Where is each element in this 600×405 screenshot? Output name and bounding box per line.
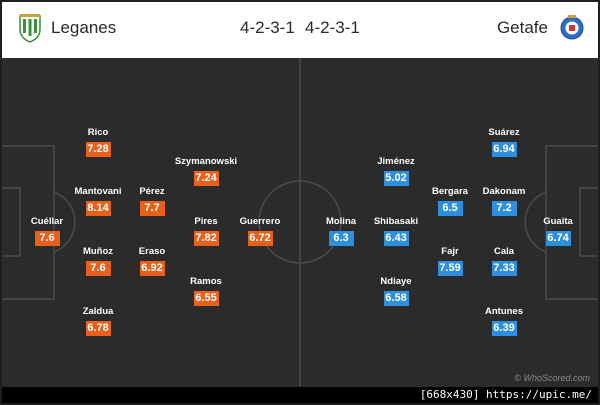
player-name: Szymanowski	[174, 156, 238, 167]
player-name: Zaldua	[82, 306, 114, 317]
player-rating: 7.6	[34, 231, 60, 246]
player-rating: 7.2	[491, 201, 517, 216]
player-rating: 8.14	[85, 201, 111, 216]
player-name: Mantovani	[74, 186, 122, 197]
away-team-name: Getafe	[496, 18, 548, 37]
player-rating: 6.43	[383, 231, 409, 246]
footer-link[interactable]: [668x430] https://upic.me/	[413, 387, 598, 403]
player-name: Rico	[87, 127, 109, 138]
pitch-markings	[2, 58, 598, 387]
home-player[interactable]: Pires 7.82	[171, 216, 241, 246]
player-rating: 7.59	[437, 261, 463, 276]
home-player[interactable]: Szymanowski 7.24	[171, 156, 241, 186]
player-name: Pires	[194, 216, 218, 227]
player-rating: 6.55	[193, 291, 219, 306]
away-player[interactable]: Fajr 7.59	[415, 246, 485, 276]
player-name: Ndiaye	[380, 276, 412, 287]
player-rating: 7.7	[139, 201, 165, 216]
home-player[interactable]: Mantovani 8.14	[63, 186, 133, 216]
player-rating: 6.39	[491, 321, 517, 336]
player-rating: 6.58	[383, 291, 409, 306]
player-rating: 6.92	[139, 261, 165, 276]
away-player[interactable]: Shibasaki 6.43	[361, 216, 431, 246]
player-name: Dakonam	[482, 186, 526, 197]
player-name: Fajr	[441, 246, 459, 257]
player-rating: 5.02	[383, 171, 409, 186]
away-player[interactable]: Antunes 6.39	[469, 306, 539, 336]
home-player[interactable]: Rico 7.28	[63, 127, 133, 157]
player-name: Jiménez	[377, 156, 415, 167]
home-player[interactable]: Ramos 6.55	[171, 276, 241, 306]
away-player[interactable]: Molina 6.3	[306, 216, 376, 246]
home-player[interactable]: Muñoz 7.6	[63, 246, 133, 276]
player-rating: 6.78	[85, 321, 111, 336]
player-name: Suárez	[488, 127, 520, 138]
player-rating: 6.3	[328, 231, 354, 246]
away-player[interactable]: Cala 7.33	[469, 246, 539, 276]
player-rating: 6.74	[545, 231, 571, 246]
home-player[interactable]: Cuéllar 7.6	[12, 216, 82, 246]
home-player[interactable]: Eraso 6.92	[117, 246, 187, 276]
getafe-crest-icon	[560, 15, 584, 40]
home-formation: 4-2-3-1	[240, 18, 295, 37]
leganes-crest-icon	[19, 14, 41, 43]
player-rating: 6.94	[491, 142, 517, 157]
watermark: © WhoScored.com	[514, 373, 590, 383]
player-name: Bergara	[432, 186, 468, 197]
away-player[interactable]: Jiménez 5.02	[361, 156, 431, 186]
player-rating: 7.28	[85, 142, 111, 157]
away-player[interactable]: Bergara 6.5	[415, 186, 485, 216]
away-player[interactable]: Ndiaye 6.58	[361, 276, 431, 306]
player-rating: 7.6	[85, 261, 111, 276]
player-name: Pérez	[139, 186, 165, 197]
player-name: Ramos	[190, 276, 222, 287]
player-name: Molina	[325, 216, 357, 227]
away-player[interactable]: Dakonam 7.2	[469, 186, 539, 216]
player-name: Eraso	[138, 246, 166, 257]
away-player[interactable]: Suárez 6.94	[469, 127, 539, 157]
player-rating: 7.24	[193, 171, 219, 186]
player-rating: 6.72	[247, 231, 273, 246]
match-header: Leganes 4-2-3-1 4-2-3-1 Getafe	[2, 2, 598, 58]
away-formation: 4-2-3-1	[305, 18, 360, 37]
player-rating: 6.5	[437, 201, 463, 216]
player-rating: 7.82	[193, 231, 219, 246]
player-name: Shibasaki	[373, 216, 419, 227]
player-name: Antunes	[485, 306, 523, 317]
home-player[interactable]: Guerrero 6.72	[225, 216, 295, 246]
player-rating: 7.33	[491, 261, 517, 276]
player-name: Cala	[493, 246, 515, 257]
pitch: Cuéllar 7.6 Rico 7.28 Mantovani 8.14 Muñ…	[2, 58, 598, 387]
player-name: Guaita	[543, 216, 573, 227]
player-name: Muñoz	[82, 246, 114, 257]
player-name: Guerrero	[239, 216, 281, 227]
home-player[interactable]: Zaldua 6.78	[63, 306, 133, 336]
away-player[interactable]: Guaita 6.74	[523, 216, 593, 246]
home-player[interactable]: Pérez 7.7	[117, 186, 187, 216]
player-name: Cuéllar	[30, 216, 64, 227]
home-team-name: Leganes	[51, 18, 117, 37]
